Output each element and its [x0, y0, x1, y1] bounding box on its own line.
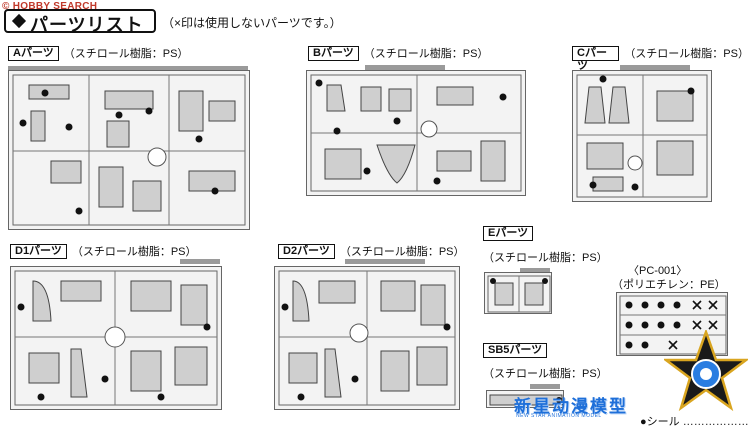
panel-b-header: Bパーツ （スチロール樹脂：PS） [308, 45, 488, 61]
panel-a-material: （スチロール樹脂：PS） [63, 48, 189, 60]
panel-c-label: Cパーツ [572, 45, 620, 72]
runner-c-drawing [576, 74, 708, 198]
seal-dots: ……………… [679, 416, 749, 428]
panel-a-tag-bar [8, 66, 248, 71]
panel-b-material: （スチロール樹脂：PS） [363, 48, 489, 60]
panel-a-header: Aパーツ （スチロール樹脂：PS） [8, 45, 188, 61]
panel-d2-label: D2パーツ [278, 243, 335, 259]
runner-a-drawing [12, 74, 246, 226]
runner-a [8, 70, 250, 230]
panel-b-tag-bar [365, 65, 445, 70]
runner-sb5-drawing [489, 394, 563, 406]
panel-e-tag-bar [520, 268, 550, 273]
panel-b-label: Bパーツ [308, 45, 359, 61]
runner-d2-drawing [278, 270, 456, 406]
runner-b [306, 70, 526, 196]
panel-e-material: （スチロール樹脂：PS） [483, 252, 608, 264]
runner-d1-drawing [14, 270, 218, 406]
runner-e [484, 272, 552, 314]
runner-c [572, 70, 712, 202]
panel-d2-header: D2パーツ （スチロール樹脂：PS） [278, 243, 465, 259]
panel-sb5-label: SB5パーツ [483, 342, 548, 358]
pc-material: （ポリエチレン：PE） [612, 279, 726, 291]
brand-logo-sub: NEW STAR ANIMATION MODEL [516, 413, 602, 419]
panel-c-header: Cパーツ （スチロール樹脂：PS） [572, 45, 749, 72]
unused-parts-note: （×印は使用しないパーツです。） [162, 16, 342, 30]
panel-d2-material: （スチロール樹脂：PS） [339, 246, 465, 258]
brand-logo-text: 新星动漫模型 [514, 397, 628, 416]
seal-line: ●シール ……………… 1 [640, 413, 749, 429]
panel-d1-tag-bar [180, 259, 220, 264]
watermark: © HOBBY SEARCH [2, 1, 97, 12]
panel-c-tag-bar [620, 65, 690, 70]
panel-sb5-header: SB5パーツ [483, 342, 548, 358]
runner-sb5 [486, 390, 564, 408]
panel-c-material: （スチロール樹脂：PS） [624, 48, 749, 60]
seal-label: ●シール [640, 416, 680, 428]
panel-d2-tag-bar [345, 259, 425, 264]
watermark-brand: HOBBY SEARCH [12, 1, 98, 12]
panel-sb5-material: （スチロール樹脂：PS） [483, 368, 608, 380]
panel-sb5-tag-bar [530, 384, 560, 389]
runner-pc-drawing [619, 295, 727, 355]
title-diamond-icon [11, 13, 27, 29]
page-title-box: パーツリスト [4, 9, 156, 35]
watermark-prefix: © [2, 1, 13, 12]
panel-d1-label: D1パーツ [10, 243, 67, 259]
panel-e-header: Eパーツ [483, 225, 534, 241]
panel-d1-header: D1パーツ （スチロール樹脂：PS） [10, 243, 197, 259]
panel-a-label: Aパーツ [8, 45, 59, 61]
runner-d1 [10, 266, 222, 410]
star-logo-icon [664, 330, 748, 412]
panel-d1-material: （スチロール樹脂：PS） [71, 246, 197, 258]
runner-e-drawing [487, 275, 551, 313]
panel-e-label: Eパーツ [483, 225, 534, 241]
runner-d2 [274, 266, 460, 410]
page-title: パーツリスト [30, 15, 144, 35]
pc-code: 〈PC-001〉 [628, 265, 688, 277]
runner-b-drawing [310, 74, 522, 192]
